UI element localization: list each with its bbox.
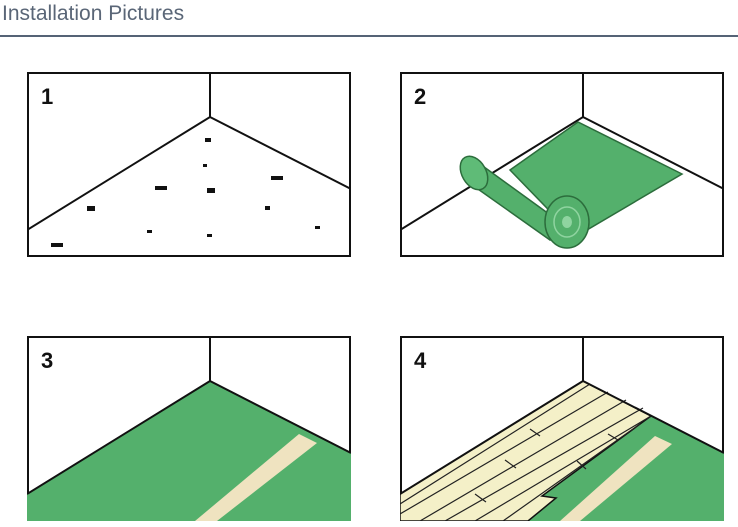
step-number: 4 bbox=[414, 348, 427, 373]
title-divider bbox=[0, 35, 738, 37]
install-step-4-image: 4 bbox=[400, 336, 724, 521]
section-title: Installation Pictures bbox=[2, 2, 185, 25]
install-step-3-image: 3 bbox=[27, 336, 351, 521]
install-step-2-image: 2 bbox=[400, 72, 724, 257]
step-number: 3 bbox=[41, 348, 54, 373]
step-number: 2 bbox=[414, 84, 427, 109]
install-step-1-image: 1 bbox=[27, 72, 351, 257]
step-number: 1 bbox=[41, 84, 54, 109]
